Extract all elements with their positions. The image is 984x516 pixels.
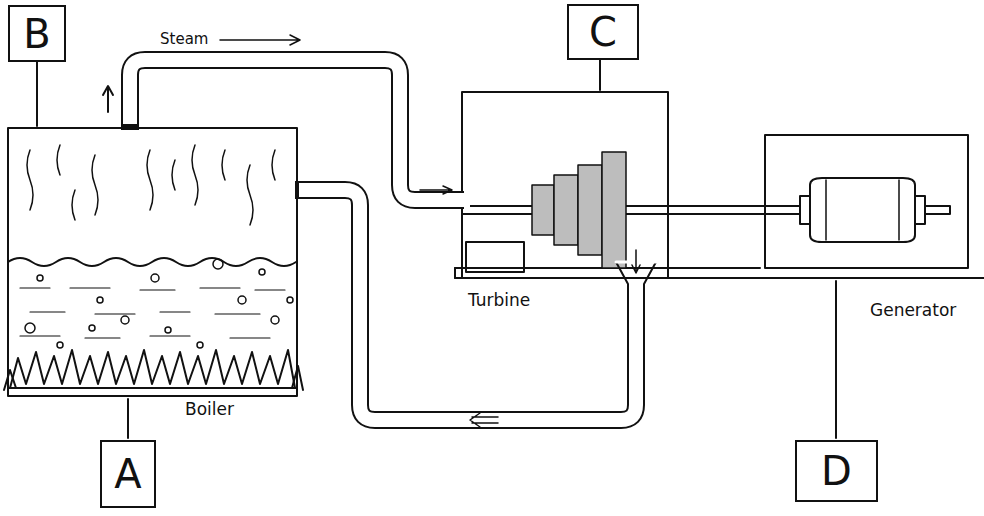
generator-motor — [800, 178, 925, 242]
flow-arrow — [420, 186, 452, 194]
callout-letter: D — [821, 451, 852, 491]
boiler-vessel — [8, 128, 297, 392]
callout-letter: C — [589, 12, 617, 52]
part-label: Steam — [158, 30, 210, 48]
platform — [455, 268, 984, 278]
water-surface — [8, 258, 297, 266]
steam-pipe — [130, 60, 464, 200]
turbine-housing — [462, 92, 668, 278]
platform — [454, 268, 456, 278]
callout-box: A — [100, 440, 156, 508]
part-label: Boiler — [183, 399, 236, 419]
callout-letter: B — [23, 14, 50, 54]
return-pipe — [299, 190, 636, 420]
leader-line — [835, 281, 837, 438]
shaft — [925, 206, 950, 214]
leader-line — [36, 62, 38, 126]
callout-box: D — [795, 440, 878, 502]
turbine-disks — [532, 152, 626, 268]
bubbles — [25, 259, 293, 348]
callout-box: B — [8, 5, 66, 62]
flames — [4, 366, 303, 390]
steam-pipe — [130, 60, 470, 200]
part-label: Generator — [868, 300, 958, 320]
steam-wisps — [27, 145, 275, 225]
callout-box: C — [567, 4, 639, 60]
flow-arrow — [220, 35, 300, 45]
boiler-base — [8, 388, 297, 396]
flames — [10, 350, 295, 388]
callout-letter: A — [114, 454, 141, 494]
leader-line — [599, 60, 601, 90]
leader-line — [127, 399, 129, 438]
water-lines — [20, 288, 285, 338]
part-label: Turbine — [466, 290, 532, 310]
flow-arrow — [632, 250, 640, 273]
return-pipe — [295, 190, 636, 420]
flow-arrow — [470, 413, 498, 427]
flow-arrow — [103, 86, 113, 112]
shaft — [462, 206, 800, 214]
generator-housing — [765, 135, 968, 268]
